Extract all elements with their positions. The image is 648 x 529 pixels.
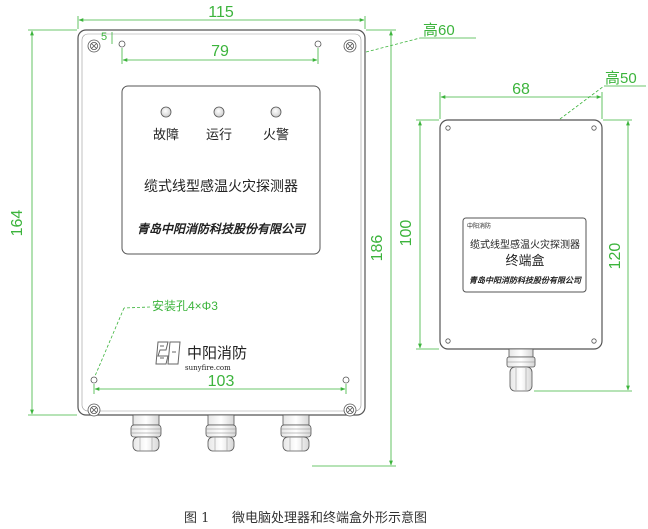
running-led-icon bbox=[213, 106, 225, 118]
dimension-terminal-width-68: 68 bbox=[439, 81, 603, 119]
indicator-fire-alarm: 火警 bbox=[263, 106, 289, 143]
terminal-product-name: 缆式线型感温火灾探测器 bbox=[470, 238, 580, 251]
terminal-height-label: 100 bbox=[398, 220, 415, 247]
fault-led-icon bbox=[160, 106, 172, 118]
dimension-terminal-height-100: 100 bbox=[398, 119, 439, 350]
dimension-terminal-total-height-120: 120 bbox=[534, 119, 632, 392]
dim-width-label: 115 bbox=[208, 4, 234, 21]
processor-depth-label: 高60 bbox=[423, 22, 455, 39]
dimension-width-115: 115 bbox=[77, 4, 366, 29]
terminal-title: 终端盒 bbox=[505, 253, 544, 269]
dim-top-offset-label: 5 bbox=[101, 31, 107, 43]
dim-hole-spacing-label: 103 bbox=[208, 373, 235, 390]
terminal-company-name: 青岛中阳消防科技股份有限公司 bbox=[469, 275, 582, 285]
running-label: 运行 bbox=[206, 128, 232, 143]
terminal-corner-screws bbox=[445, 125, 597, 344]
dim-total-height-label: 186 bbox=[369, 235, 386, 262]
cable-gland-2 bbox=[205, 414, 237, 452]
terminal-label-plate: 中阳消防 缆式线型感温火灾探测器 终端盒 青岛中阳消防科技股份有限公司 bbox=[462, 217, 587, 293]
brand-logo: 中阳消防 sunyfire.com bbox=[155, 341, 247, 372]
figure-title: 微电脑处理器和终端盒外形示意图 bbox=[232, 510, 427, 526]
processor-mounting-holes bbox=[90, 40, 350, 384]
dimension-total-height-186: 186 bbox=[312, 29, 396, 467]
fault-label: 故障 bbox=[153, 128, 179, 143]
dimension-top-offset-5: 5 bbox=[101, 31, 113, 44]
indicator-running: 运行 bbox=[206, 106, 232, 143]
processor-depth-callout: 高60 bbox=[365, 22, 476, 53]
cable-gland-1 bbox=[130, 414, 162, 452]
terminal-total-height-label: 120 bbox=[607, 243, 624, 270]
cable-gland-3 bbox=[280, 414, 312, 452]
processor-product-name: 缆式线型感温火灾探测器 bbox=[144, 178, 298, 195]
terminal-cable-gland bbox=[506, 348, 536, 392]
figure-caption: 图 1 微电脑处理器和终端盒外形示意图 bbox=[184, 510, 427, 526]
dimension-hole-spacing-103: 103 bbox=[93, 373, 347, 394]
processor-company-name: 青岛中阳消防科技股份有限公司 bbox=[137, 222, 307, 236]
indicator-fault: 故障 bbox=[153, 106, 179, 143]
dim-inner-width-label: 79 bbox=[211, 43, 229, 60]
terminal-logo: 中阳消防 bbox=[467, 222, 491, 230]
terminal-width-label: 68 bbox=[512, 81, 530, 98]
fire-alarm-led-icon bbox=[270, 106, 282, 118]
fire-alarm-label: 火警 bbox=[263, 127, 289, 143]
mounting-hole-note: 安装孔4×Φ3 bbox=[152, 298, 218, 313]
dimension-height-164: 164 bbox=[9, 29, 77, 416]
dim-height-label: 164 bbox=[9, 210, 26, 237]
dimension-inner-width-79: 79 bbox=[121, 43, 319, 64]
processor-cable-glands bbox=[130, 414, 312, 452]
figure-number: 图 1 bbox=[184, 511, 209, 526]
terminal-depth-callout: 高50 bbox=[559, 70, 646, 120]
mounting-hole-callout: 安装孔4×Φ3 bbox=[94, 298, 218, 377]
brand-website: sunyfire.com bbox=[185, 364, 231, 372]
brand-mark-icon bbox=[155, 341, 181, 365]
terminal-depth-label: 高50 bbox=[605, 70, 637, 87]
processor-front-panel: 故障 运行 火警 缆式线型感温火灾探测器 青岛中阳消防科技股份有限公司 bbox=[121, 85, 321, 255]
brand-name: 中阳消防 bbox=[187, 344, 247, 362]
